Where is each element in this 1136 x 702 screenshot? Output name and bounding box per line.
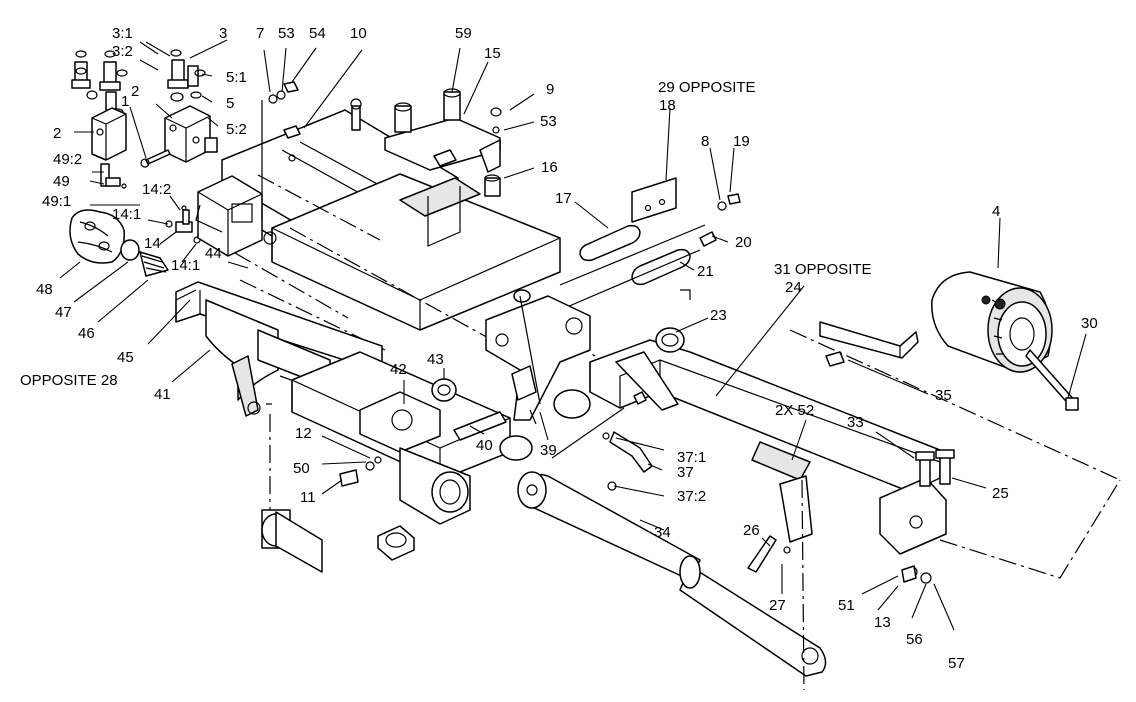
callout-14-1-upper: 14:1 xyxy=(112,206,141,223)
callout-15: 15 xyxy=(484,45,501,62)
callout-12: 12 xyxy=(295,425,312,442)
callout-26: 26 xyxy=(743,522,760,539)
callout-40: 40 xyxy=(476,437,493,454)
callout-47: 47 xyxy=(55,304,72,321)
bracket-59-15 xyxy=(350,88,502,197)
callout-54: 54 xyxy=(309,25,326,42)
hydraulic-cylinder-34 xyxy=(517,471,827,677)
callout-49: 49 xyxy=(53,173,70,190)
callout-49-1: 49:1 xyxy=(42,193,71,210)
callout-51: 51 xyxy=(838,597,855,614)
callout-44: 44 xyxy=(205,245,222,262)
hydraulic-pump-48 xyxy=(69,209,169,277)
frame-weldment xyxy=(195,109,596,357)
callout-14-1-lower: 14:1 xyxy=(171,257,200,274)
callout-9: 9 xyxy=(546,81,554,98)
callout-2x-52: 2X 52 xyxy=(775,402,814,419)
callout-3: 3 xyxy=(219,25,227,42)
bolts-33-25 xyxy=(901,449,955,584)
valve-assembly-left xyxy=(71,49,218,244)
callout-30: 30 xyxy=(1081,315,1098,332)
callout-opposite-28: OPPOSITE 28 xyxy=(20,372,118,389)
callout-45: 45 xyxy=(117,349,134,366)
callout-33: 33 xyxy=(847,414,864,431)
callout-4: 4 xyxy=(992,203,1000,220)
callout-34: 34 xyxy=(654,524,671,541)
callout-59: 59 xyxy=(455,25,472,42)
callout-49-2: 49:2 xyxy=(53,151,82,168)
callout-43: 43 xyxy=(427,351,444,368)
callout-1: 1 xyxy=(121,93,129,110)
callout-10: 10 xyxy=(350,25,367,42)
callout-3-1: 3:1 xyxy=(112,25,133,42)
callout-29-opposite: 29 OPPOSITE xyxy=(658,79,756,96)
callout-24: 24 xyxy=(785,279,802,296)
callout-50: 50 xyxy=(293,460,310,477)
callout-53-right: 53 xyxy=(540,113,557,130)
callout-35: 35 xyxy=(935,387,952,404)
pivot-bracket-26-27 xyxy=(747,475,813,691)
callout-14: 14 xyxy=(144,235,161,252)
callout-16: 16 xyxy=(541,159,558,176)
callout-20: 20 xyxy=(735,234,752,251)
callout-2-left: 2 xyxy=(53,125,61,142)
callout-labels: 3:1 3 3:2 5:1 2 1 5 5:2 2 49:2 49 49:1 1… xyxy=(20,25,1098,672)
callout-53-top: 53 xyxy=(278,25,295,42)
callout-42: 42 xyxy=(390,361,407,378)
callout-23: 23 xyxy=(710,307,727,324)
callout-41: 41 xyxy=(154,386,171,403)
callout-39: 39 xyxy=(540,442,557,459)
callout-14-2: 14:2 xyxy=(142,181,171,198)
leader-lines xyxy=(59,39,1087,631)
lift-arm-left xyxy=(175,281,396,510)
hydraulic-motor-4 xyxy=(789,271,1121,579)
callout-18: 18 xyxy=(659,97,676,114)
callout-21: 21 xyxy=(697,263,714,280)
callout-13: 13 xyxy=(874,614,891,631)
callout-19: 19 xyxy=(733,133,750,150)
callout-48: 48 xyxy=(36,281,53,298)
hardware-7-53-54 xyxy=(261,81,301,220)
lift-arm-right xyxy=(499,327,947,578)
callout-56: 56 xyxy=(906,631,923,648)
callout-11: 11 xyxy=(300,489,316,506)
callout-37: 37 xyxy=(677,464,694,481)
callout-27: 27 xyxy=(769,597,786,614)
callout-5: 5 xyxy=(226,95,234,112)
callout-2-top: 2 xyxy=(131,83,139,100)
callout-7: 7 xyxy=(256,25,264,42)
callout-8: 8 xyxy=(701,133,709,150)
callout-57: 57 xyxy=(948,655,965,672)
bracket-39 xyxy=(485,289,591,425)
callout-37-2: 37:2 xyxy=(677,488,706,505)
callout-37-1: 37:1 xyxy=(677,449,706,466)
callout-46: 46 xyxy=(78,325,95,342)
callout-5-2: 5:2 xyxy=(226,121,247,138)
callout-31-opposite: 31 OPPOSITE xyxy=(774,261,872,278)
callout-17: 17 xyxy=(555,190,572,207)
callout-5-1: 5:1 xyxy=(226,69,247,86)
callout-3-2: 3:2 xyxy=(112,43,133,60)
plate-18-and-shafts xyxy=(559,177,741,311)
callout-25: 25 xyxy=(992,485,1009,502)
